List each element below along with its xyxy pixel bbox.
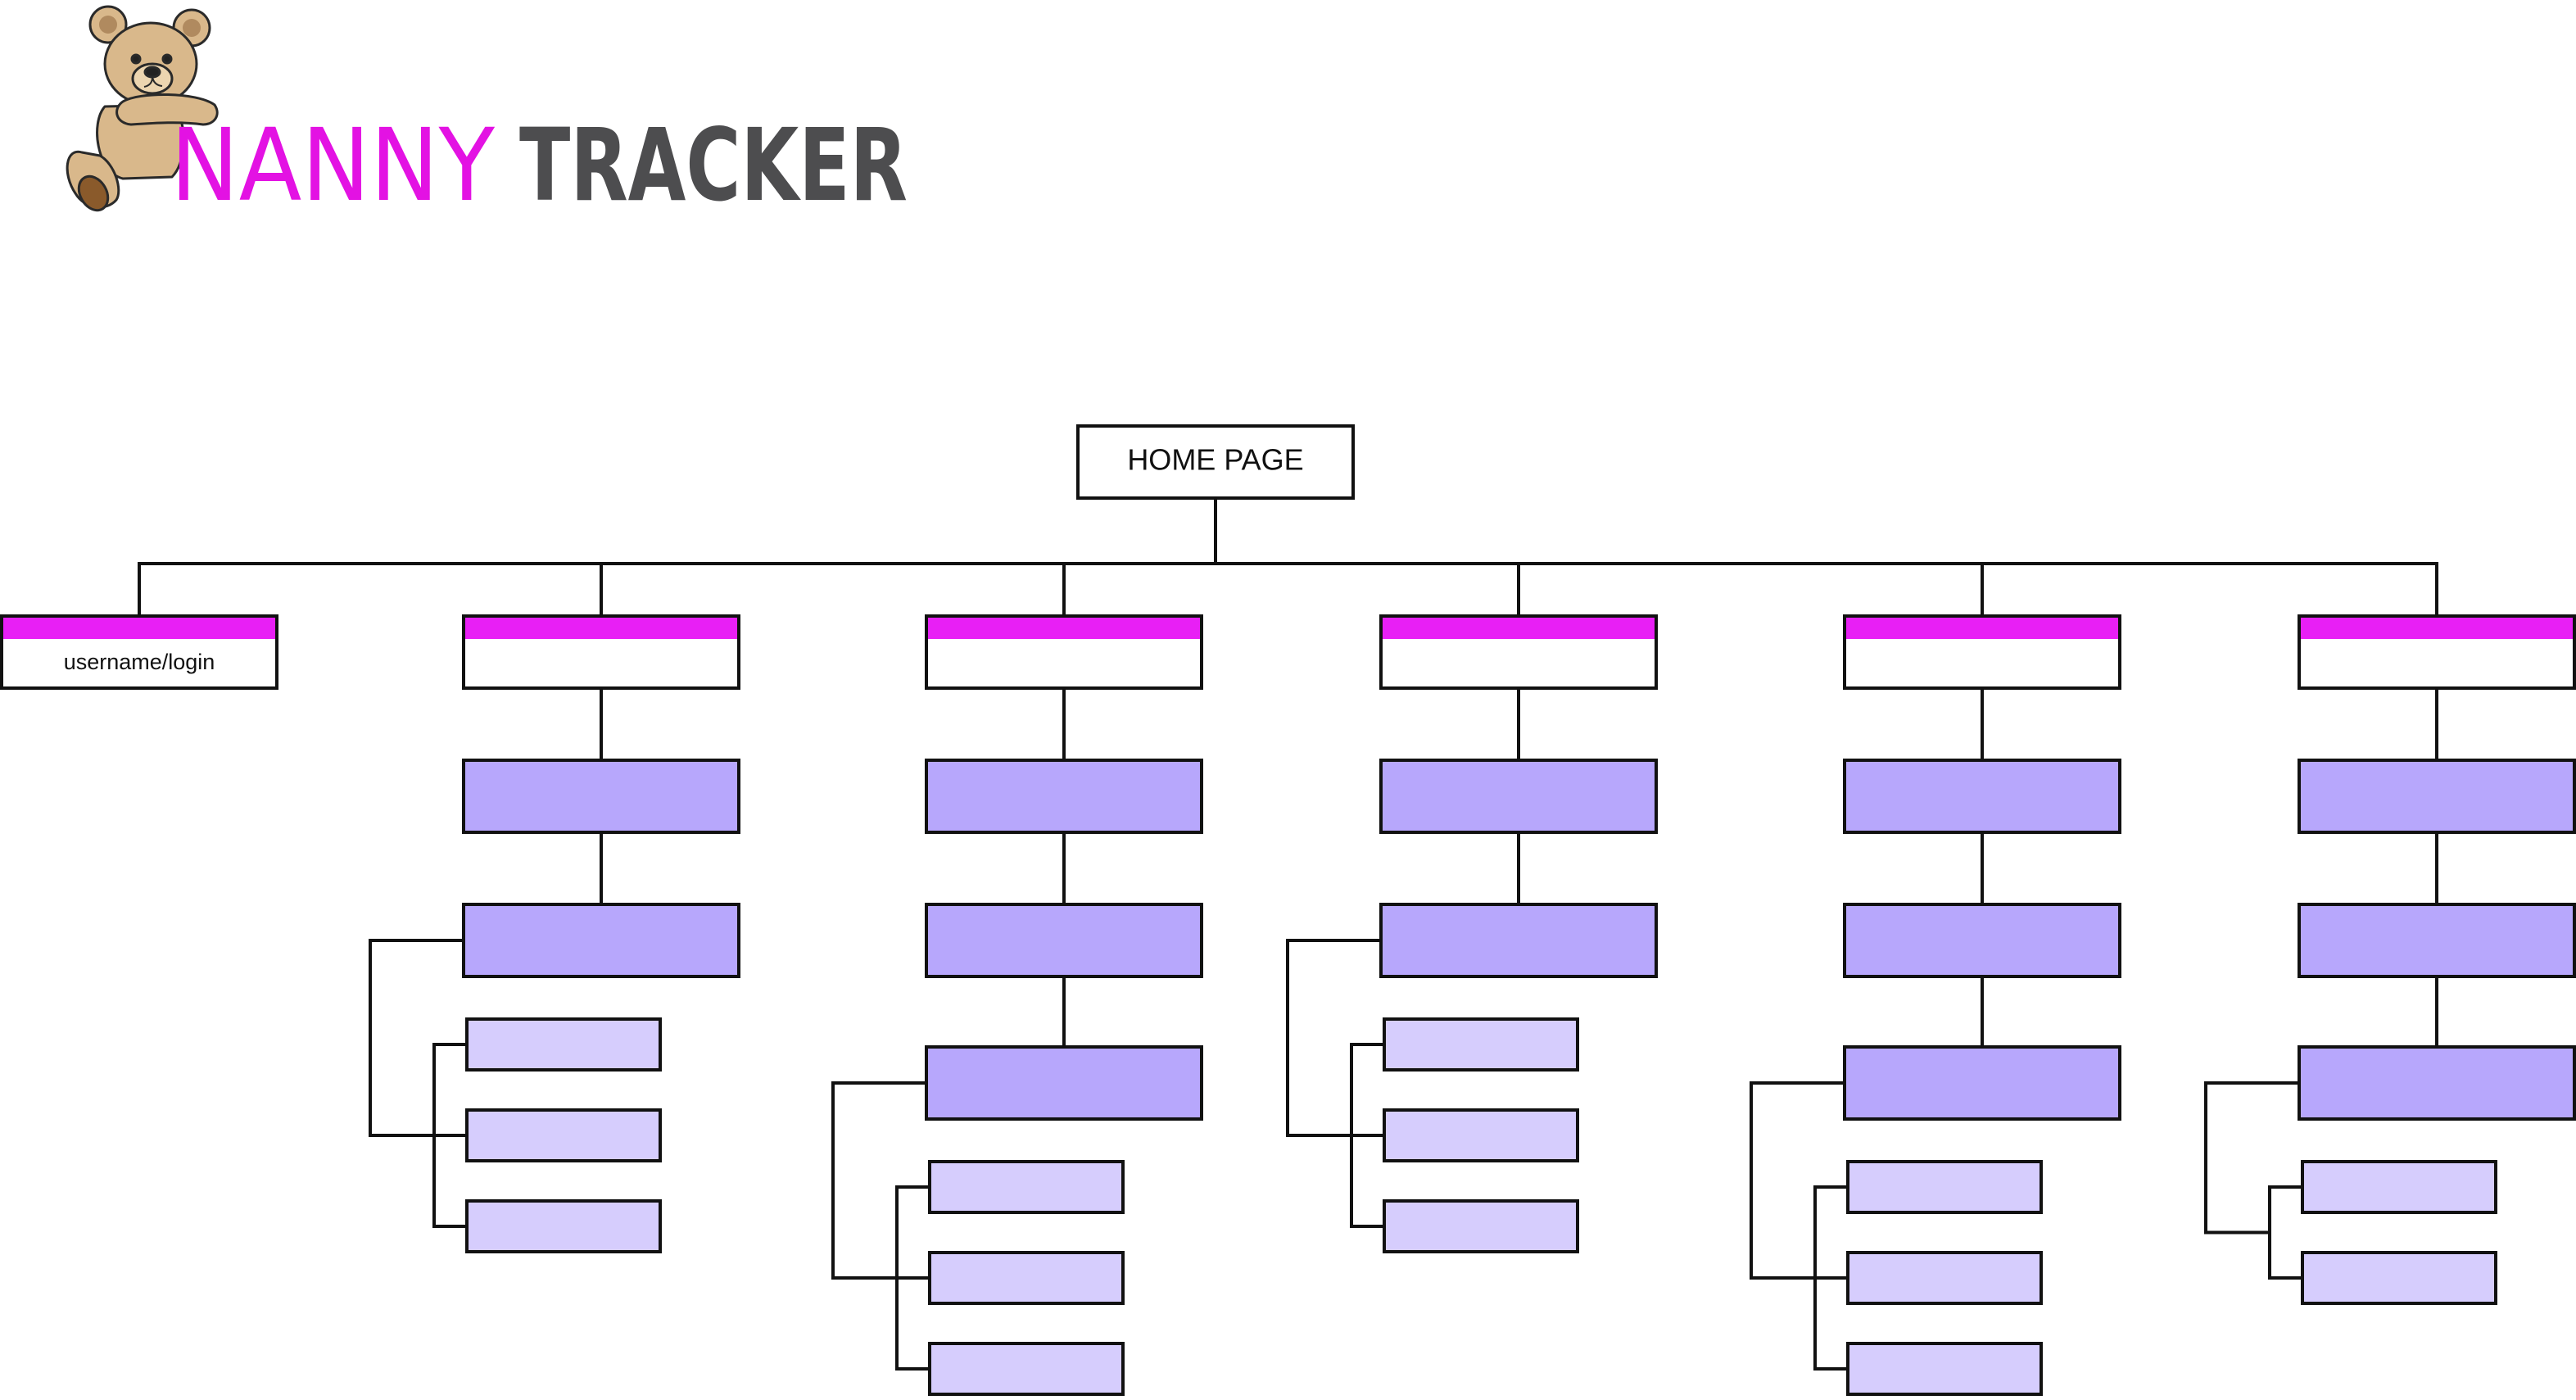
username-login-label: username/login — [64, 650, 215, 674]
subpage-node[interactable] — [465, 1017, 662, 1072]
subpage-node[interactable] — [1846, 1342, 2043, 1396]
page-node[interactable] — [1379, 759, 1658, 834]
subpage-node[interactable] — [2301, 1160, 2497, 1214]
logo: NANNY TRACKER — [66, 5, 908, 224]
header-stripe — [1846, 618, 2118, 639]
page-node[interactable] — [925, 1045, 1203, 1121]
subpage-node[interactable] — [928, 1251, 1125, 1305]
page-node[interactable] — [1379, 903, 1658, 978]
logo-word-nanny: NANNY — [170, 107, 495, 224]
subpage-node[interactable] — [465, 1108, 662, 1162]
section-header-node[interactable] — [2298, 614, 2576, 690]
subpage-node[interactable] — [1846, 1160, 2043, 1214]
header-stripe — [3, 618, 275, 639]
page-node[interactable] — [925, 759, 1203, 834]
header-stripe — [465, 618, 737, 639]
section-header-node[interactable]: username/login — [0, 614, 278, 690]
subpage-node[interactable] — [928, 1160, 1125, 1214]
section-header-node[interactable] — [462, 614, 740, 690]
header-stripe — [1383, 618, 1655, 639]
sitemap-nodes: username/login — [0, 614, 2576, 1396]
home-page-node[interactable]: HOME PAGE — [1076, 424, 1355, 500]
teddy-bear-icon — [66, 5, 219, 212]
subpage-node[interactable] — [1383, 1199, 1579, 1253]
page-node[interactable] — [1843, 759, 2121, 834]
subpage-node[interactable] — [465, 1199, 662, 1253]
page-node[interactable] — [1843, 1045, 2121, 1121]
page-node[interactable] — [462, 759, 740, 834]
page-node[interactable] — [2298, 1045, 2576, 1121]
logo-word-tracker: TRACKER — [519, 107, 908, 224]
page-node[interactable] — [462, 903, 740, 978]
section-header-node[interactable] — [925, 614, 1203, 690]
subpage-node[interactable] — [2301, 1251, 2497, 1305]
subpage-node[interactable] — [1383, 1017, 1579, 1072]
page-node[interactable] — [2298, 759, 2576, 834]
subpage-node[interactable] — [1846, 1251, 2043, 1305]
section-header-node[interactable] — [1843, 614, 2121, 690]
connector-lines — [138, 496, 2438, 1371]
page-node[interactable] — [1843, 903, 2121, 978]
page-node[interactable] — [925, 903, 1203, 978]
home-page-label: HOME PAGE — [1127, 443, 1303, 477]
header-stripe — [2301, 618, 2573, 639]
page-node[interactable] — [2298, 903, 2576, 978]
subpage-node[interactable] — [928, 1342, 1125, 1396]
header-stripe — [928, 618, 1200, 639]
section-header-node[interactable] — [1379, 614, 1658, 690]
subpage-node[interactable] — [1383, 1108, 1579, 1162]
